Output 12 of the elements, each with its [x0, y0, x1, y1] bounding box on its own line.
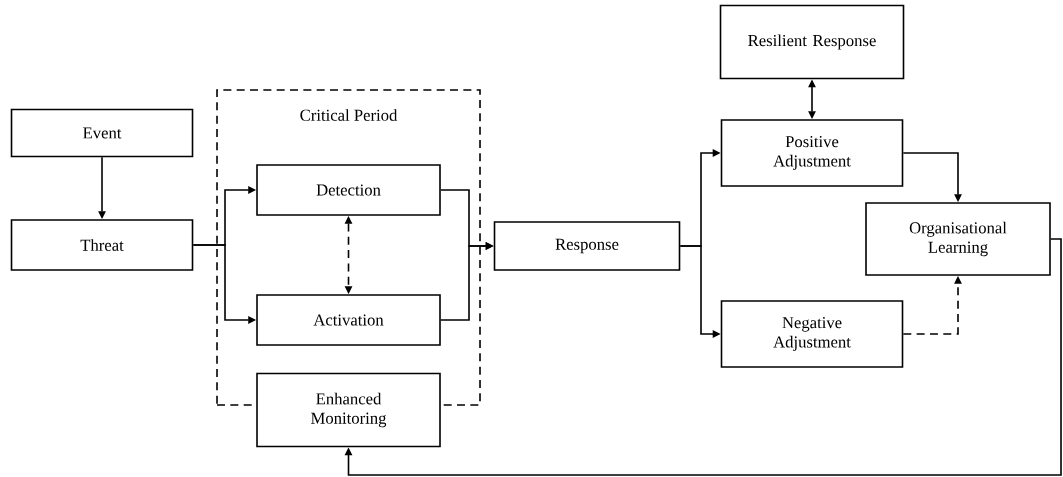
- process-box: Organisational Learning: [865, 202, 1051, 276]
- process-box: Activation: [256, 294, 441, 346]
- process-box: Positive Adjustment: [720, 119, 904, 187]
- process-box: Resilient Response: [719, 4, 905, 80]
- arrow: [344, 238, 1062, 476]
- process-box: Response: [493, 221, 681, 271]
- process-box: Threat: [10, 219, 194, 271]
- group-heading: Critical Period: [300, 109, 398, 121]
- process-box: Event: [10, 108, 194, 158]
- process-box: Enhanced Monitoring: [256, 372, 441, 448]
- process-box: Detection: [256, 164, 441, 216]
- process-box: Negative Adjustment: [720, 300, 904, 368]
